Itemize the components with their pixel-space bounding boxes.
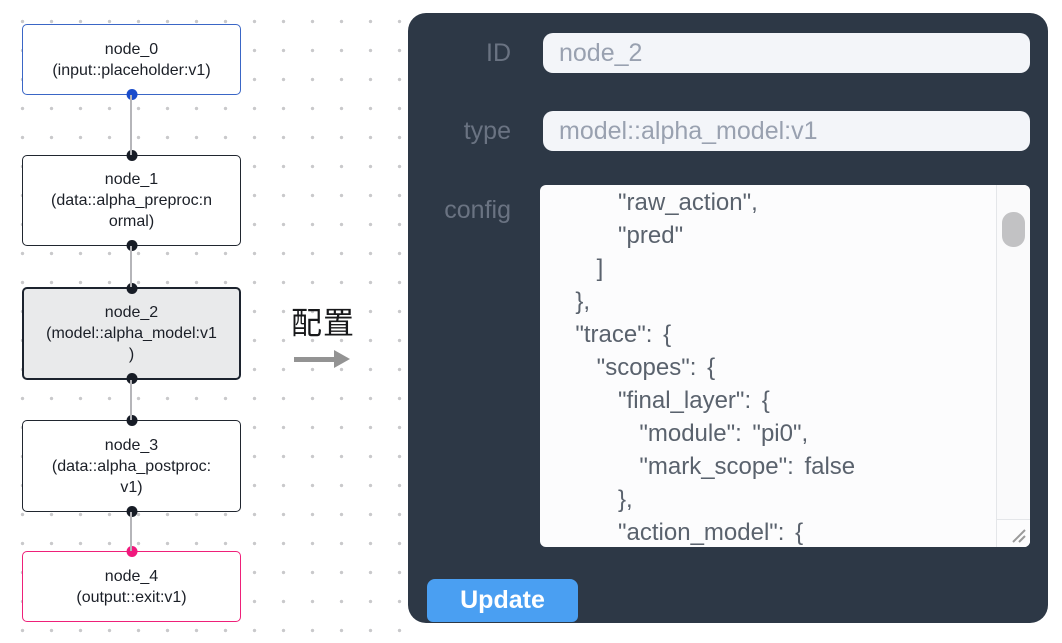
connection-handle-top[interactable] [126, 546, 137, 557]
config-json-text: "raw_action", "pred" ] }, "trace": { "sc… [575, 189, 856, 546]
flow-edge [130, 95, 132, 155]
type-field-label: type [463, 117, 511, 145]
node-label: node_3 (data::alpha_postproc: v1) [51, 436, 212, 496]
scrollbar-track[interactable] [996, 185, 1030, 547]
config-field-label: config [444, 196, 511, 224]
flow-node-node_2[interactable]: node_2 (model::alpha_model:v1 ) [22, 283, 241, 384]
configure-callout: 配置 [288, 298, 358, 368]
connection-handle-bottom[interactable] [126, 506, 137, 517]
flow-edge [130, 380, 132, 420]
connection-handle-top[interactable] [126, 283, 137, 294]
flow-node-node_0[interactable]: node_0 (input::placeholder:v1) [22, 24, 241, 100]
connection-handle-bottom[interactable] [126, 89, 137, 100]
node-label: node_2 (model::alpha_model:v1 ) [46, 304, 217, 363]
flow-edge [130, 246, 132, 287]
connection-handle-top[interactable] [126, 415, 137, 426]
scrollbar-thumb[interactable] [1002, 212, 1025, 247]
flow-node-node_1[interactable]: node_1 (data::alpha_preproc:n ormal) [22, 150, 241, 251]
configure-label: 配置 [291, 306, 355, 341]
node-label: node_1 (data::alpha_preproc:n ormal) [51, 171, 212, 230]
id-input[interactable] [543, 33, 1030, 73]
id-field-label: ID [486, 39, 511, 67]
connection-handle-top[interactable] [126, 150, 137, 161]
connection-handle-bottom[interactable] [126, 373, 137, 384]
resize-grip-icon[interactable] [1009, 526, 1027, 544]
flow-node-node_3[interactable]: node_3 (data::alpha_postproc: v1) [22, 415, 241, 517]
type-input[interactable] [543, 111, 1030, 151]
scrollbar-corner [996, 519, 1030, 547]
arrow-head [334, 350, 350, 368]
node-label: node_0 (input::placeholder:v1) [52, 40, 211, 79]
config-textarea[interactable]: "raw_action", "pred" ] }, "trace": { "sc… [540, 185, 1030, 547]
update-button[interactable]: Update [427, 579, 578, 622]
flow-edge [130, 512, 132, 551]
arrow-shaft [294, 357, 336, 362]
flow-node-node_4[interactable]: node_4 (output::exit:v1) [22, 546, 241, 622]
canvas-dot-grid-top [424, 0, 1062, 13]
node-config-panel: ID type config "raw_action", "pred" ] },… [408, 13, 1048, 623]
node-label: node_4 (output::exit:v1) [76, 567, 187, 606]
right-arrow-icon [288, 350, 358, 368]
connection-handle-bottom[interactable] [126, 240, 137, 251]
